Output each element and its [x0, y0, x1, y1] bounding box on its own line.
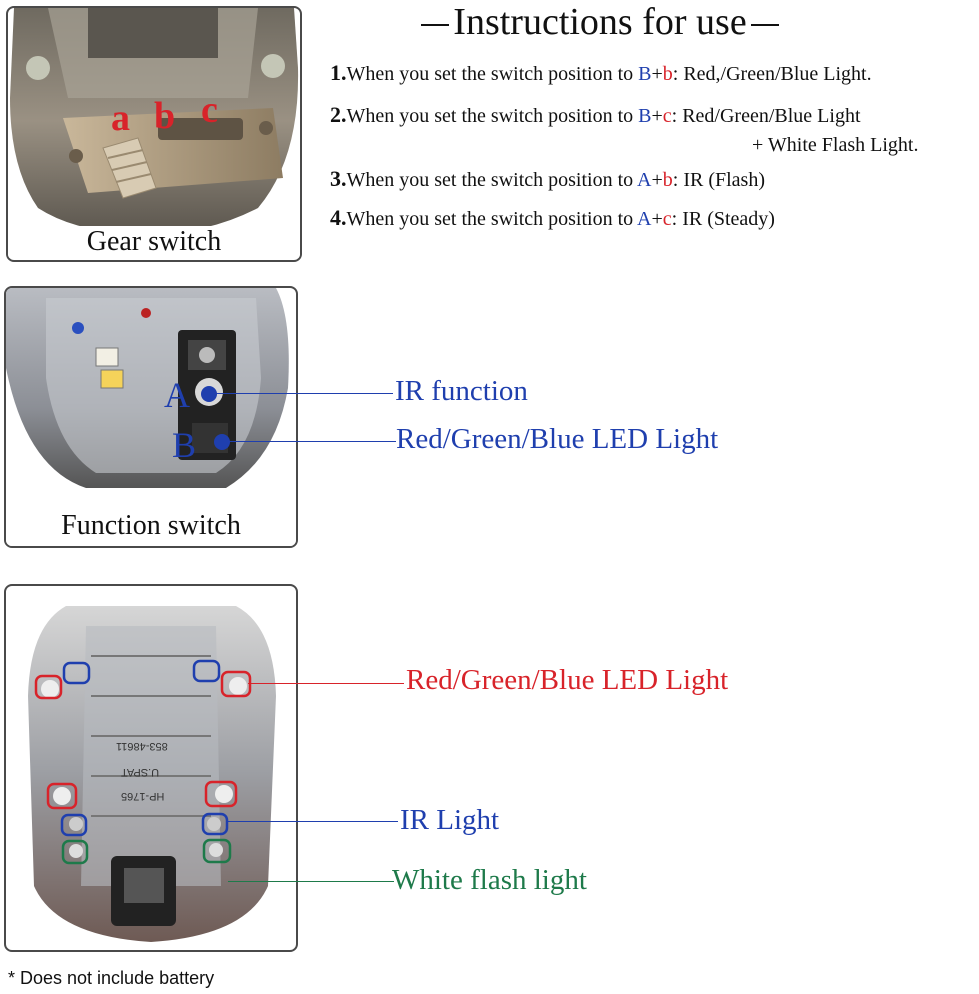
label-ir-function: IR function [395, 375, 528, 407]
device-illustration [28, 606, 276, 942]
battery-footnote: * Does not include battery [8, 968, 215, 988]
switch-key-lower: b [662, 169, 673, 191]
leader-line-ir-light [226, 821, 398, 822]
instruction-2: 2.When you set the switch position to B+… [330, 102, 861, 128]
label-ir-light: IR Light [400, 804, 500, 836]
instruction-1: 1.When you set the switch position to B+… [330, 60, 872, 86]
plus-sign: + [651, 105, 663, 127]
function-switch-caption: Function switch [61, 510, 241, 541]
leader-line-ir-function [207, 393, 393, 394]
switch-key-lower: b [662, 63, 673, 85]
gear-letter-c: c [201, 89, 218, 131]
switch-key-lower: c [662, 105, 672, 127]
title-rule-right [750, 24, 779, 27]
instruction-result: : Red,/Green/Blue Light. [672, 63, 872, 85]
label-rgb-led-light: Red/Green/Blue LED Light [406, 664, 729, 696]
instruction-result: : IR (Steady) [671, 208, 775, 230]
instruction-result: : Red/Green/Blue Light [671, 105, 861, 127]
device-panel: 853-48611 U.SPAT HP-1765 [4, 584, 298, 952]
instruction-4: 4.When you set the switch position to A+… [330, 205, 775, 231]
gear-switch-panel: a b c Gear switch [6, 6, 302, 262]
leader-line-white-flash [228, 881, 394, 882]
leader-line-rgb-function [220, 441, 396, 442]
instruction-number: 2. [330, 102, 347, 127]
plus-sign: + [651, 208, 663, 230]
instruction-2-continued: + White Flash Light. [752, 134, 919, 156]
instruction-text: When you set the switch position to [346, 169, 638, 191]
instruction-3: 3.When you set the switch position to A+… [330, 166, 765, 192]
switch-key-upper: B [638, 63, 652, 85]
gear-switch-illustration [10, 8, 299, 234]
leader-line-rgb-led [248, 683, 404, 684]
switch-key-lower: c [662, 208, 672, 230]
title-text: Instructions for use [453, 1, 747, 43]
instruction-text: When you set the switch position to [346, 63, 639, 85]
switch-key-upper: A [637, 169, 652, 191]
function-switch-panel: A B Function switch [4, 286, 298, 548]
function-leader-dots [201, 386, 230, 450]
instruction-text: When you set the switch position to [346, 105, 639, 127]
device-print-model: HP-1765 [121, 790, 165, 802]
instruction-number: 1. [330, 60, 347, 85]
switch-key-upper: B [638, 105, 652, 127]
function-letter-b: B [172, 425, 197, 465]
instruction-number: 4. [330, 205, 347, 230]
label-rgb-function: Red/Green/Blue LED Light [396, 423, 719, 455]
plus-sign: + [651, 169, 663, 191]
function-letter-a: A [164, 375, 190, 415]
switch-key-upper: A [637, 208, 652, 230]
gear-switch-caption: Gear switch [8, 226, 300, 258]
gear-letter-b: b [154, 95, 176, 137]
instruction-text: When you set the switch position to [346, 208, 638, 230]
gear-letter-a: a [111, 97, 130, 139]
instruction-number: 3. [330, 166, 347, 191]
device-print-patent: U.SPAT [121, 766, 160, 778]
instruction-result: : IR (Flash) [672, 169, 765, 191]
instructions-title: Instructions for use [390, 0, 810, 44]
device-print-part-number: 853-48611 [116, 740, 168, 752]
title-rule-left [421, 24, 450, 27]
label-white-flash-light: White flash light [392, 864, 587, 896]
plus-sign: + [651, 63, 663, 85]
